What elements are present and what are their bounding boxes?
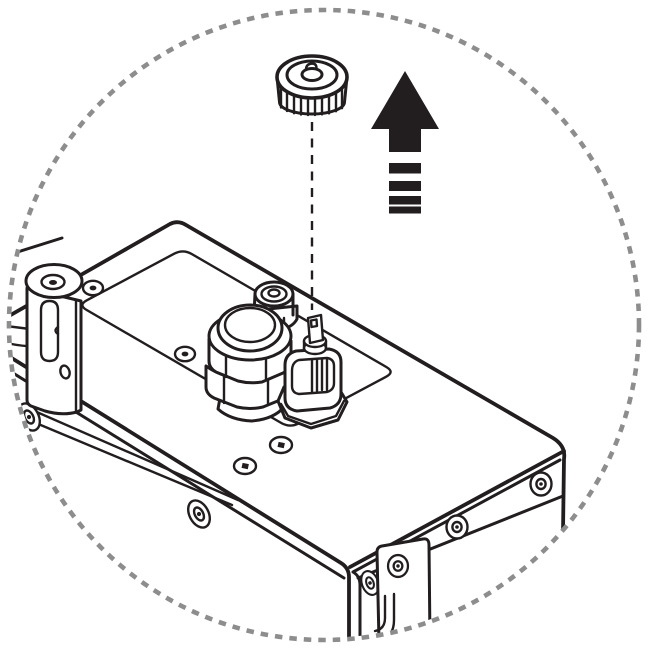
- side-screw: [529, 471, 553, 497]
- protective-cap: [275, 54, 349, 117]
- arrow-striped-tail: [389, 163, 421, 214]
- corner-bracket-screw: [386, 553, 410, 579]
- enclosure-front-seam-upper: [11, 394, 240, 502]
- corner-bracket-hook-slot: [373, 594, 387, 633]
- side-screw: [445, 514, 469, 540]
- rj-jack: [276, 347, 349, 430]
- enclosure-front-top-edge: [11, 350, 351, 638]
- rj-jack-opening: [290, 356, 336, 396]
- bracket-plate: [25, 286, 83, 416]
- antenna-terminal: [302, 313, 328, 356]
- rear-structure-edge: [11, 236, 64, 258]
- plate-screw: [173, 345, 197, 363]
- cap-center-boss: [300, 67, 324, 82]
- front-screw: [182, 495, 216, 533]
- bracket-slot: [39, 299, 60, 363]
- device-enclosure: [11, 220, 567, 638]
- cap-knurling: [279, 86, 344, 117]
- rj-jack-pins: [310, 357, 329, 394]
- bracket-lower-tab: [11, 383, 18, 414]
- top-panel-screw: [268, 435, 294, 455]
- removal-arrow-icon: [371, 71, 439, 214]
- left-mounting-bracket: [11, 263, 84, 416]
- arrow-head-and-shaft: [371, 71, 439, 152]
- enclosure-top-rear-edge: [11, 220, 567, 534]
- cable-gland-large: [204, 303, 295, 423]
- plate-screw: [81, 279, 105, 297]
- boundary-dotted-circle: [6, 7, 642, 643]
- top-panel-screw: [232, 456, 258, 476]
